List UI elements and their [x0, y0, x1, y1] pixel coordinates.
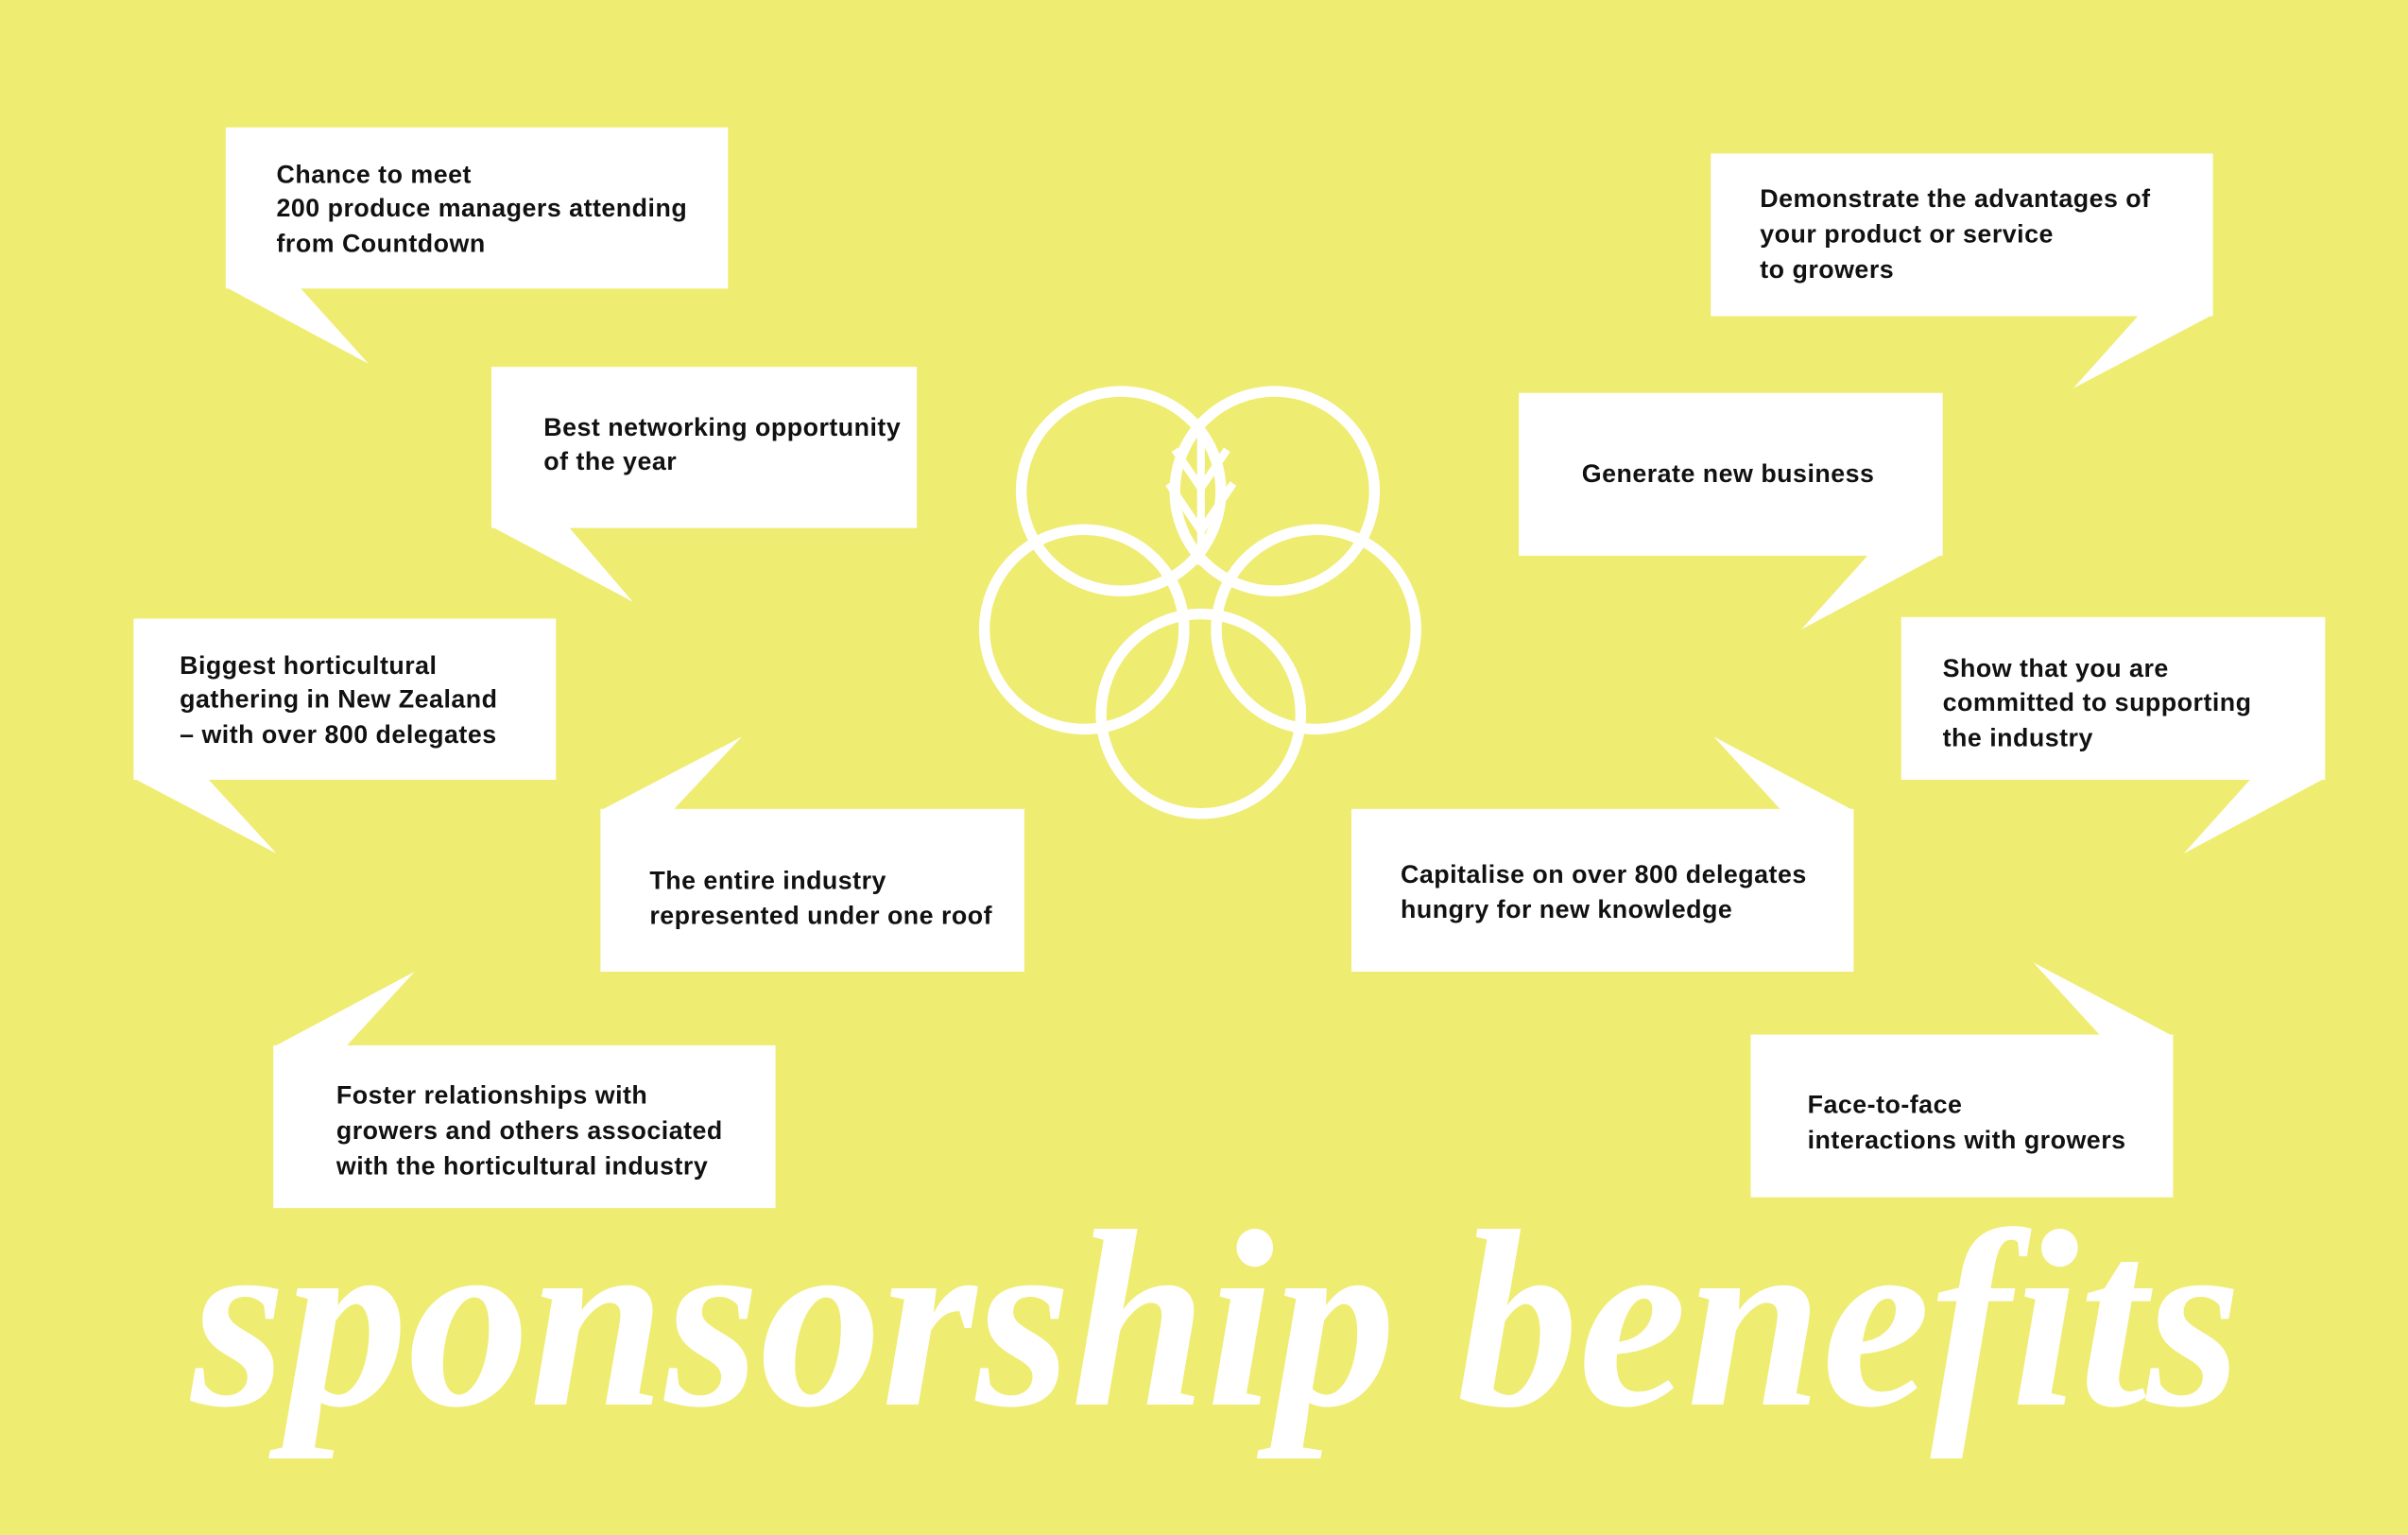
benefit-line: interactions with growers — [1808, 1126, 2126, 1154]
benefit-line: the industry — [1943, 723, 2093, 751]
benefit-line: of the year — [543, 447, 677, 475]
benefit-bubble-biggest-gathering: Biggest horticultural gathering in New Z… — [133, 618, 557, 854]
benefit-line: Best networking opportunity — [543, 413, 901, 441]
benefit-line: Foster relationships with — [336, 1081, 647, 1110]
benefit-bubble-foster-relationships: Foster relationships with growers and ot… — [273, 971, 776, 1209]
benefit-line: gathering in New Zealand — [180, 685, 497, 714]
benefit-bubble-new-business: Generate new business — [1519, 392, 1943, 630]
benefit-line: from Countdown — [277, 229, 486, 257]
benefit-line: to growers — [1760, 255, 1894, 284]
benefit-line: represented under one roof — [649, 902, 992, 930]
benefit-line: Chance to meet — [277, 160, 472, 188]
benefit-line: Show that you are — [1943, 654, 2169, 682]
benefit-line: The entire industry — [649, 866, 886, 894]
benefit-bubble-entire-industry: The entire industry represented under on… — [600, 736, 1024, 972]
benefit-line: Capitalise on over 800 delegates — [1401, 860, 1807, 888]
benefit-line: hungry for new knowledge — [1401, 895, 1732, 923]
benefit-line: Generate new business — [1582, 459, 1875, 488]
benefit-bubble-networking: Best networking opportunity of the year — [491, 367, 918, 602]
benefit-line: 200 produce managers attending — [277, 194, 688, 222]
benefit-line: – with over 800 delegates — [180, 720, 496, 749]
benefit-line: Biggest horticultural — [180, 651, 437, 680]
circles-leaf-logo-icon — [978, 386, 1421, 819]
benefit-line: with the horticultural industry — [335, 1151, 708, 1180]
benefit-line: your product or service — [1760, 220, 2054, 249]
benefit-line: growers and others associated — [336, 1116, 723, 1145]
benefit-bubble-demonstrate-advantages: Demonstrate the advantages of your produ… — [1711, 153, 2213, 388]
page-title: sponsorship benefits — [187, 1179, 2241, 1460]
benefit-line: committed to supporting — [1943, 688, 2252, 716]
benefit-bubble-show-commitment: Show that you are committed to supportin… — [1901, 616, 2326, 854]
benefit-bubble-meet-produce-managers: Chance to meet 200 produce managers atte… — [225, 127, 729, 364]
benefit-line: Face-to-face — [1808, 1090, 1963, 1118]
benefit-line: Demonstrate the advantages of — [1760, 184, 2150, 213]
